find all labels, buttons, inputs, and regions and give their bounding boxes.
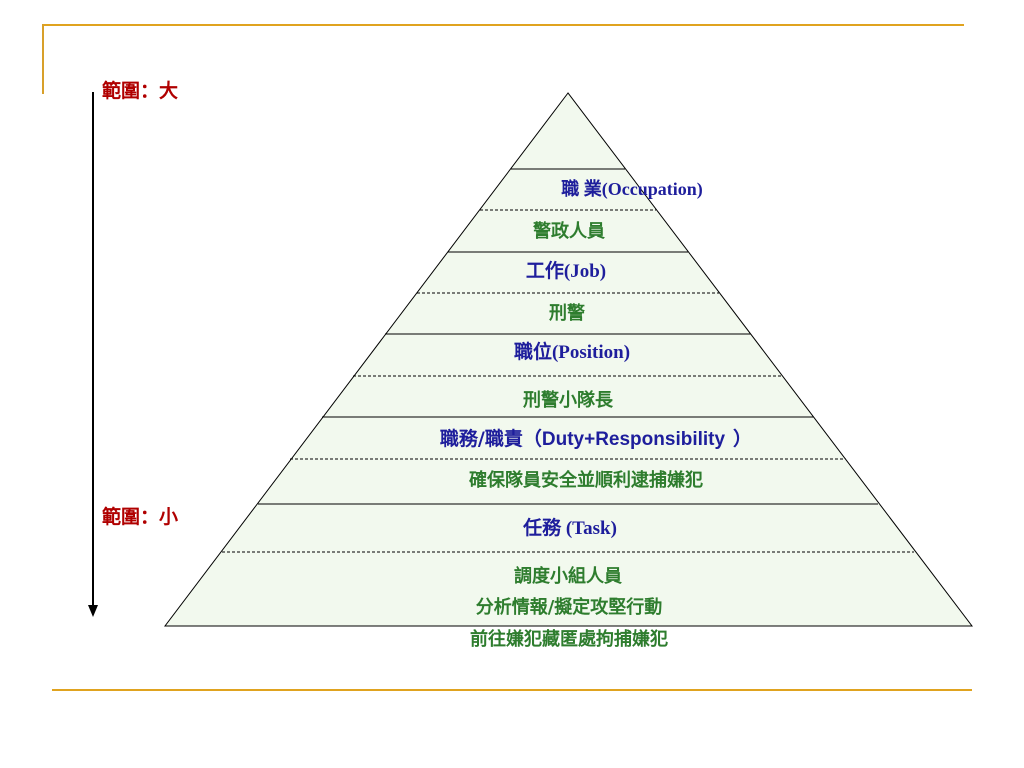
scope-arrow-line	[92, 92, 94, 607]
tier-occupation-label: 職 業(Occupation)	[561, 179, 703, 199]
tier-police-staff: 警政人員	[533, 221, 605, 242]
tier-squad-leader: 刑警小隊長	[523, 390, 613, 411]
top-rule	[42, 24, 964, 26]
tier-task-line-3: 前往嫌犯藏匿處拘捕嫌犯	[470, 629, 668, 650]
tier-duty-latin: Duty+Responsibility	[541, 429, 726, 450]
tier-position: 職位(Position)	[513, 342, 631, 363]
tier-duty: 職務/職責（Duty+Responsibility ）	[440, 428, 752, 452]
tier-detective: 刑警	[549, 303, 585, 324]
tier-task-line-2: 分析情報/擬定攻堅行動	[475, 597, 663, 618]
bottom-rule	[52, 689, 972, 691]
scope-label-large: 範圍：大	[102, 80, 179, 102]
tier-duty-prefix: 職務/職責（	[439, 428, 542, 450]
tier-occupation: 職 業(Occupation)	[561, 179, 703, 201]
left-accent-line	[42, 24, 44, 94]
pyramid-body	[163, 92, 974, 627]
scope-arrow-head	[88, 605, 98, 617]
tier-task-line-1: 調度小組人員	[514, 566, 622, 587]
tier-task: 任務 (Task)	[523, 518, 617, 539]
scope-label-small: 範圍：小	[102, 506, 179, 528]
tier-duty-suffix: ）	[733, 428, 753, 450]
tier-duty-example: 確保隊員安全並順利逮捕嫌犯	[469, 470, 703, 491]
tier-job: 工作(Job)	[525, 261, 607, 282]
